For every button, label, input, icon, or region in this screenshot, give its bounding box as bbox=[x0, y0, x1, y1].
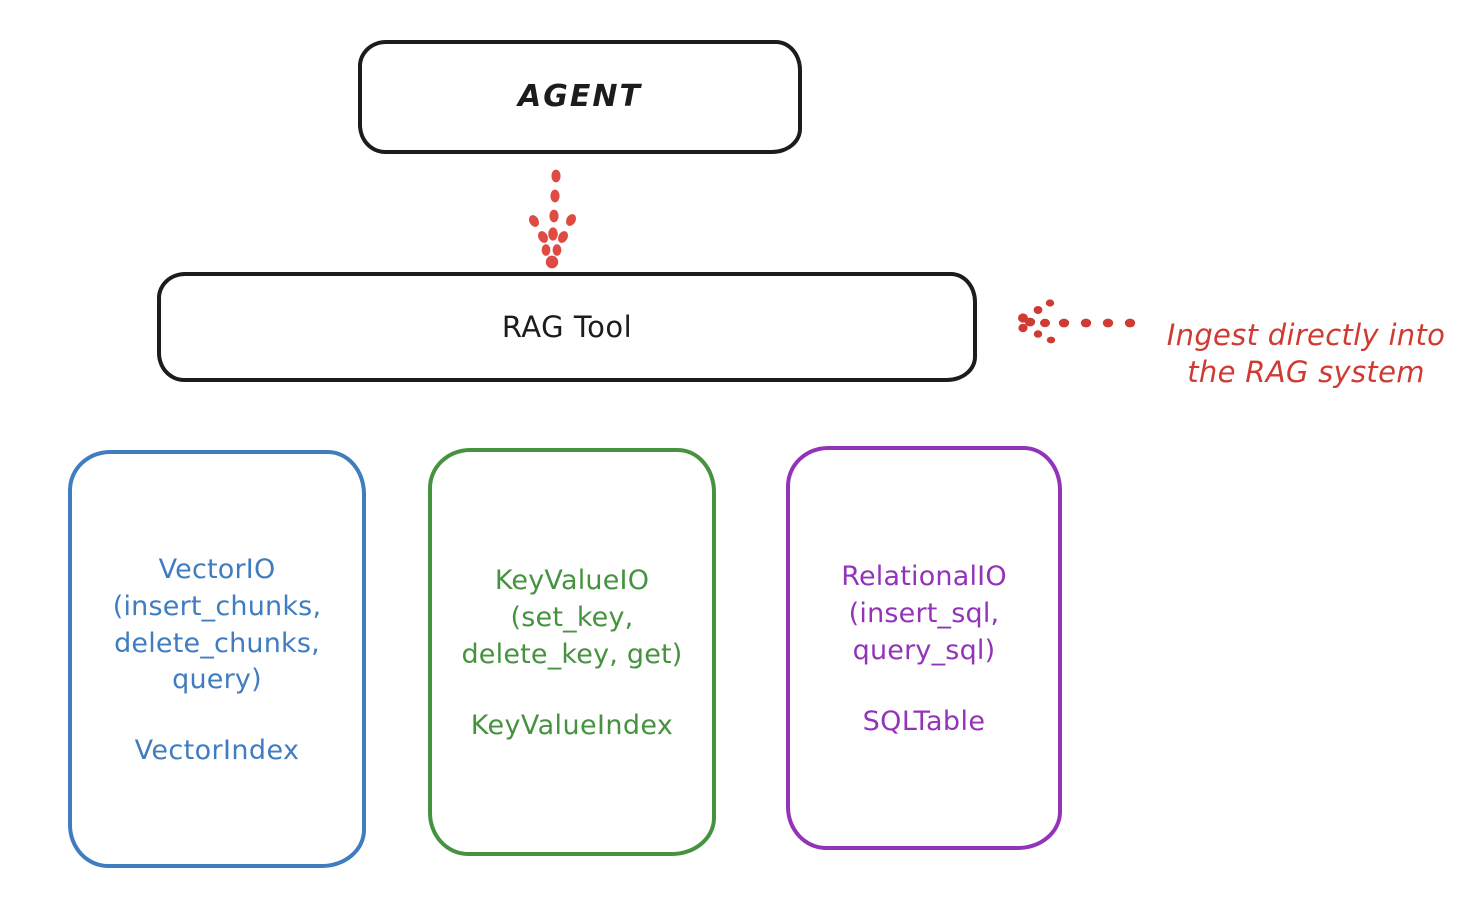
relational-index-label: SQLTable bbox=[862, 705, 986, 737]
annotation-ingest: Ingest directly into the RAG system bbox=[1146, 280, 1466, 391]
dotted-arrow-left-icon bbox=[1018, 299, 1136, 344]
vector-index-label: VectorIndex bbox=[134, 734, 300, 766]
node-agent-label: AGENT bbox=[518, 79, 642, 115]
node-rag-tool-label: RAG Tool bbox=[501, 309, 633, 344]
node-relational-store[interactable]: RelationalIO (insert_sql, query_sql) SQL… bbox=[786, 446, 1062, 850]
dotted-arrow-down-icon bbox=[529, 169, 576, 269]
node-vector-store[interactable]: VectorIO (insert_chunks, delete_chunks, … bbox=[68, 450, 366, 868]
keyvalue-index-label: KeyValueIndex bbox=[470, 709, 674, 741]
node-agent[interactable]: AGENT bbox=[358, 40, 802, 154]
node-rag-tool[interactable]: RAG Tool bbox=[157, 272, 977, 382]
annotation-ingest-text: Ingest directly into the RAG system bbox=[1166, 318, 1446, 390]
node-keyvalue-store[interactable]: KeyValueIO (set_key, delete_key, get) Ke… bbox=[428, 448, 716, 856]
keyvalue-io-label: KeyValueIO (set_key, delete_key, get) bbox=[461, 565, 683, 670]
relational-io-label: RelationalIO (insert_sql, query_sql) bbox=[841, 561, 1007, 666]
vector-io-label: VectorIO (insert_chunks, delete_chunks, … bbox=[112, 554, 322, 696]
